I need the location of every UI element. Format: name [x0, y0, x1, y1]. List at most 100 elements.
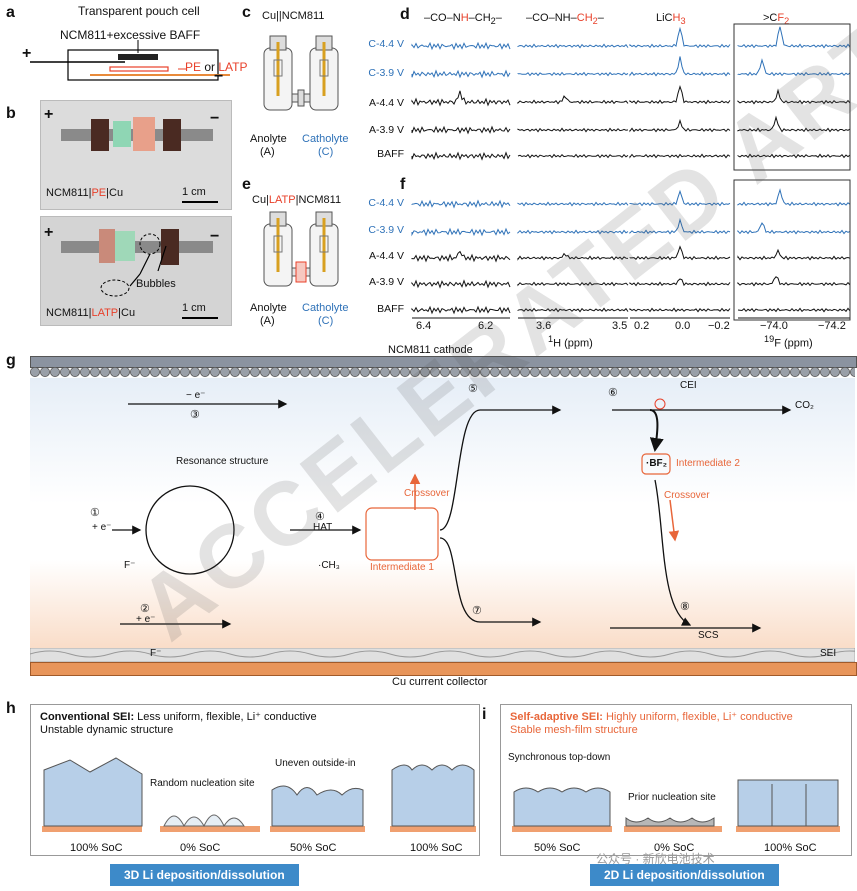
h-title-bold: Conventional SEI: [40, 711, 135, 723]
latp-block [115, 231, 135, 261]
cei-label: CEI [680, 380, 697, 391]
hdr-ch3-sub: 3 [680, 16, 686, 27]
nmr-header-cf2: >CF2 [763, 12, 789, 26]
hdr-nh-h: H [460, 12, 469, 24]
copper-block [133, 117, 155, 151]
hdr-ch2-sub: 2 [592, 16, 598, 27]
photo-pe-cell [40, 100, 232, 210]
d-row-c39: C-3.9 V [368, 67, 404, 79]
panel-h-box [30, 704, 480, 856]
nmr-trace [517, 153, 629, 159]
nmr-trace [737, 276, 851, 287]
plus-e-2: + e⁻ [136, 614, 156, 625]
f-minus-2: F⁻ [150, 648, 162, 659]
c-anolyte: Anolyte [250, 133, 287, 145]
cathode-block [163, 119, 181, 151]
nmr-trace [517, 307, 629, 313]
h-title: Conventional SEI: Less uniform, flexible… [40, 710, 317, 723]
nmr-trace [517, 95, 629, 105]
nmr-header-ch2: –CO–NH–CH2– [526, 12, 604, 26]
tick-6-4: 6.4 [416, 320, 432, 332]
nmr-trace [517, 201, 629, 207]
b1-caption-c: |Cu [106, 187, 124, 199]
step-4: ④ [315, 511, 325, 523]
step-6: ⑥ [608, 387, 618, 399]
nmr-trace [737, 26, 851, 49]
x-label-1h-sup: 1 [548, 334, 554, 344]
cathode-label: NCM811 cathode [388, 344, 473, 356]
or-label: or [201, 60, 219, 74]
cathode-block-2 [161, 229, 179, 265]
nmr-trace [629, 245, 731, 261]
x-label-19f-sup: 19 [764, 334, 775, 344]
i-soc0: 0% SoC [654, 842, 695, 854]
panel-d-label: d [400, 6, 410, 23]
nmr-frame [733, 179, 851, 321]
hdr-nh-a: –CO–N [424, 12, 461, 24]
panel-h-label: h [6, 700, 16, 717]
nmr-trace [737, 222, 851, 235]
hdr-cf2-sub: 2 [784, 16, 790, 27]
step-8: ⑧ [680, 601, 690, 613]
e-catholyte: Catholyte [302, 302, 349, 314]
i-prior: Prior nucleation site [628, 792, 716, 803]
h-soc100a: 100% SoC [70, 842, 123, 854]
e-title-latp: LATP [268, 194, 296, 206]
footer-watermark: 公众号 · 新欣电池技术 [596, 852, 715, 866]
i-title-rest: Highly uniform, flexible, Li⁺ conductive [602, 711, 793, 723]
nmr-trace [411, 41, 511, 51]
nmr-trace [629, 84, 731, 105]
nmr-trace [629, 189, 731, 207]
pe-label: PE [185, 60, 202, 74]
tick-neg-74-2: −74.2 [818, 320, 846, 332]
hdr-ch2-ch: CH [576, 12, 593, 24]
i-badge: 2D Li deposition/dissolution [590, 864, 779, 886]
scs-label: SCS [698, 630, 719, 641]
panel-c-label: c [242, 4, 251, 21]
b1-minus: − [210, 110, 220, 127]
nmr-trace [517, 43, 629, 49]
b2-scale-text: 1 cm [182, 302, 206, 314]
nmr-header-nh: –CO–NH–CH2– [424, 12, 502, 26]
nmr-spectra [411, 23, 851, 321]
nmr-trace [737, 188, 851, 207]
i-title: Self-adaptive SEI: Highly uniform, flexi… [510, 710, 793, 723]
photo-latp-cell [40, 216, 232, 326]
minus-e-label: − e⁻ [186, 390, 206, 401]
b1-caption-a: NCM811| [46, 187, 92, 199]
h-soc0: 0% SoC [180, 842, 221, 854]
b2-caption-c: |Cu [118, 307, 136, 319]
nmr-header-ch3: LiCH3 [656, 12, 686, 26]
f-row-c44: C-4.4 V [368, 197, 404, 209]
tick-0-2: 0.2 [634, 320, 650, 332]
step-5: ⑤ [468, 383, 478, 395]
nmr-trace [737, 115, 851, 133]
copper-block-2 [99, 229, 115, 263]
anode-block [91, 119, 109, 151]
nmr-trace [737, 248, 851, 261]
f-row-c39: C-3.9 V [368, 224, 404, 236]
ch3-radical: ·CH₃ [318, 560, 340, 571]
hdr-nh-b: –CH [468, 12, 491, 24]
b2-minus: − [210, 228, 220, 245]
c-anolyte-sym: (A) [260, 146, 275, 158]
panel-i-box [500, 704, 852, 856]
electrolyte-region [30, 378, 855, 658]
panel-i-label: i [482, 706, 487, 723]
nmr-trace [737, 88, 851, 105]
latp-label: LATP [218, 60, 248, 74]
nmr-trace [629, 307, 731, 313]
pouch-cell-subtitle: NCM811+excessive BAFF [60, 28, 201, 42]
panel-b-label: b [6, 105, 16, 122]
x-label-1h: 1H (ppm) [548, 334, 593, 350]
hdr-ch2-a: –CO–NH– [526, 12, 577, 24]
hdr-cf2-f: F [777, 12, 785, 24]
nmr-trace [411, 151, 511, 161]
resonance-label: Resonance structure [176, 456, 269, 467]
nmr-trace [629, 56, 731, 77]
nmr-trace [411, 90, 511, 107]
nmr-trace [411, 279, 511, 289]
nmr-trace [629, 26, 731, 49]
nmr-trace [517, 252, 629, 261]
